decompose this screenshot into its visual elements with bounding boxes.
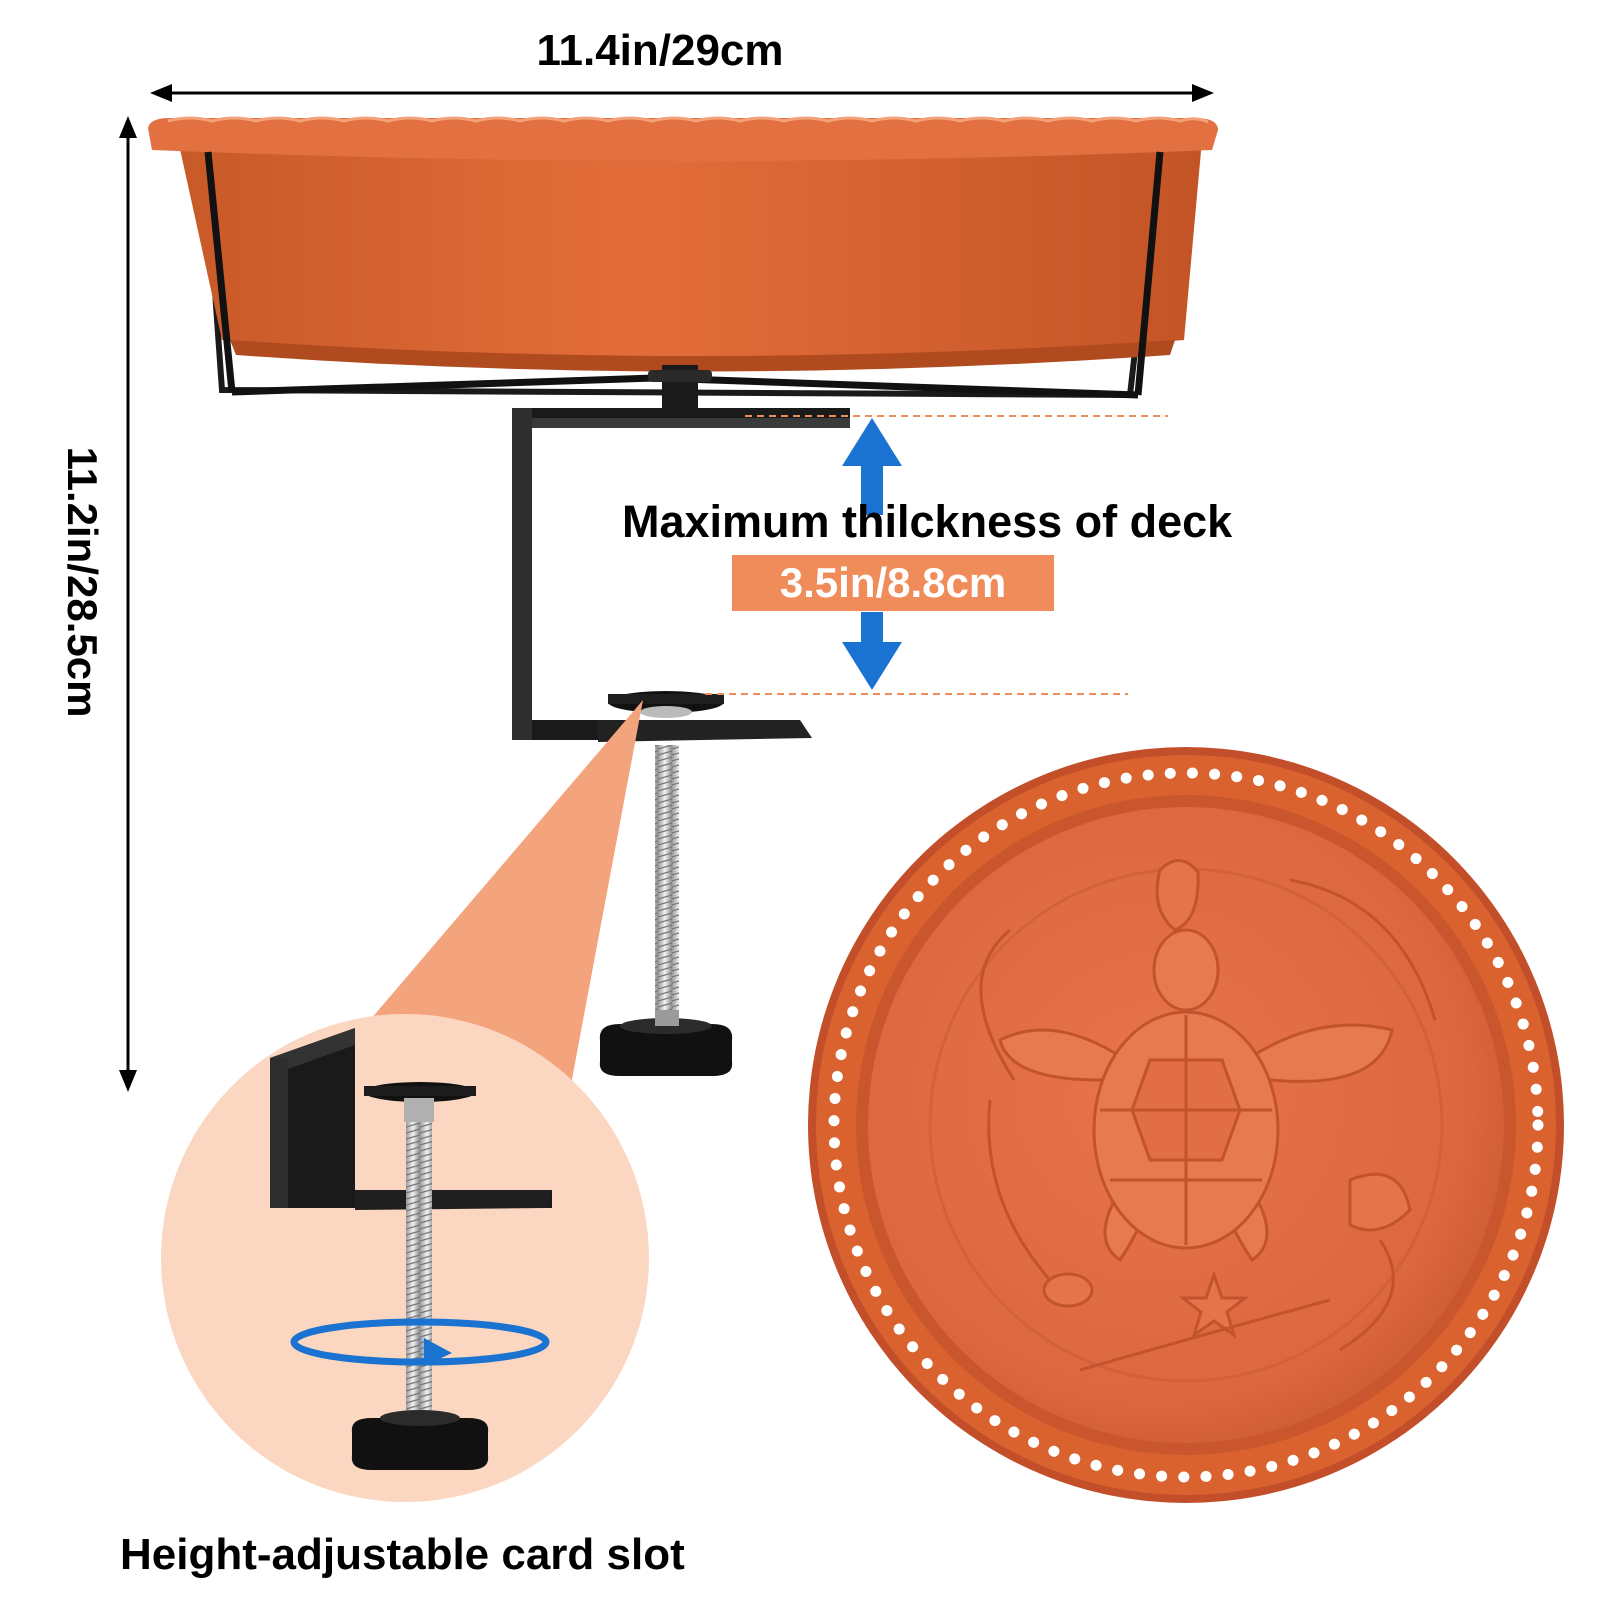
zoom-callout <box>161 700 649 1502</box>
height-dimension-arrow <box>119 116 137 1092</box>
card-slot-caption: Height-adjustable card slot <box>120 1530 685 1579</box>
decor-relief <box>979 859 1437 1372</box>
knob-icon <box>599 1010 733 1076</box>
width-dimension-arrow <box>150 84 1214 102</box>
bowl-side-view <box>148 116 1218 413</box>
deck-thickness-value: 3.5in/8.8cm <box>732 555 1054 611</box>
turtle-relief <box>998 928 1394 1263</box>
deck-thickness-indicator <box>705 415 1168 695</box>
height-dimension-label: 11.2in/28.5cm <box>59 446 106 718</box>
width-dimension-label: 11.4in/29cm <box>536 26 784 75</box>
rotate-arrow-icon <box>290 1318 550 1366</box>
deck-thickness-title: Maximum thilckness of deck <box>622 496 1233 547</box>
dish-top-view <box>808 747 1564 1503</box>
